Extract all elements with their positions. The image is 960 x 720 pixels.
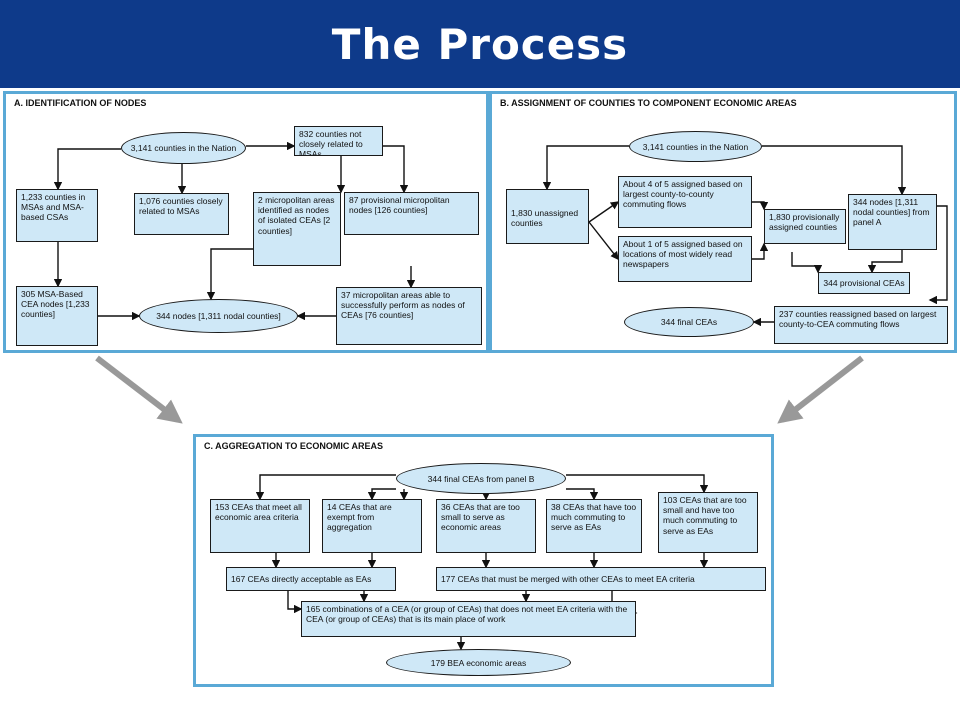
title-bar <box>0 0 960 88</box>
box-msa-counties: 1,233 counties in MSAs and MSA-based CSA… <box>16 189 98 242</box>
box-not-related: 832 counties not closely related to MSAs <box>294 126 383 156</box>
box-reassigned: 237 counties reassigned based on largest… <box>774 306 948 344</box>
box-unassigned: 1,830 unassigned counties <box>506 189 589 244</box>
box-provisional-ceas: 344 provisional CEAs <box>818 272 910 294</box>
box-36-ceas: 36 CEAs that are too small to serve as e… <box>436 499 536 553</box>
oval-nation-counties-a: 3,141 counties in the Nation <box>121 132 246 164</box>
box-closely-related: 1,076 counties closely related to MSAs <box>134 193 229 235</box>
box-combinations: 165 combinations of a CEA (or group of C… <box>301 601 636 637</box>
oval-nation-counties-b: 3,141 counties in the Nation <box>629 131 762 162</box>
panel-c-connectors <box>255 474 709 651</box>
box-four-of-five: About 4 of 5 assigned based on largest c… <box>618 176 752 228</box>
box-103-ceas: 103 CEAs that are too small and have too… <box>658 492 758 553</box>
box-one-of-five: About 1 of 5 assigned based on locations… <box>618 236 752 282</box>
box-micro-able: 37 micropolitan areas able to successful… <box>336 287 482 345</box>
box-provisionally-assigned: 1,830 provisionally assigned counties <box>764 209 846 244</box>
oval-bea-economic-areas: 179 BEA economic areas <box>386 649 571 676</box>
panel-b-connectors <box>542 145 948 327</box>
panel-a-title: A. IDENTIFICATION OF NODES <box>14 98 147 108</box>
oval-final-ceas: 344 final CEAs <box>624 307 754 337</box>
oval-final-ceas-panel-b: 344 final CEAs from panel B <box>396 463 566 494</box>
panel-c-title: C. AGGREGATION TO ECONOMIC AREAS <box>204 441 384 451</box>
panel-b: B. ASSIGNMENT OF COUNTIES TO COMPONENT E… <box>489 91 957 353</box>
box-provisional-micro: 87 provisional micropolitan nodes [126 c… <box>344 192 479 235</box>
oval-344-nodes: 344 nodes [1,311 nodal counties] <box>139 299 298 333</box>
box-directly-acceptable: 167 CEAs directly acceptable as EAs <box>226 567 396 591</box>
page-title: The Process <box>331 20 629 69</box>
box-nodes-panel-a: 344 nodes [1,311 nodal counties] from pa… <box>848 194 937 250</box>
panel-a-connectors <box>53 141 416 321</box>
box-must-be-merged: 177 CEAs that must be merged with other … <box>436 567 766 591</box>
box-38-ceas: 38 CEAs that have too much commuting to … <box>546 499 642 553</box>
box-14-ceas: 14 CEAs that are exempt from aggregation <box>322 499 422 553</box>
panel-a: A. IDENTIFICATION OF NODES 3,141 countie… <box>3 91 489 353</box>
panel-c: C. AGGREGATION TO ECONOMIC AREAS 344 fin… <box>193 434 774 687</box>
panel-b-title: B. ASSIGNMENT OF COUNTIES TO COMPONENT E… <box>500 98 797 108</box>
box-msa-based-cea: 305 MSA-Based CEA nodes [1,233 counties] <box>16 286 98 346</box>
box-153-ceas: 153 CEAs that meet all economic area cri… <box>210 499 310 553</box>
box-micro-nodes: 2 micropolitan areas identified as nodes… <box>253 192 341 266</box>
